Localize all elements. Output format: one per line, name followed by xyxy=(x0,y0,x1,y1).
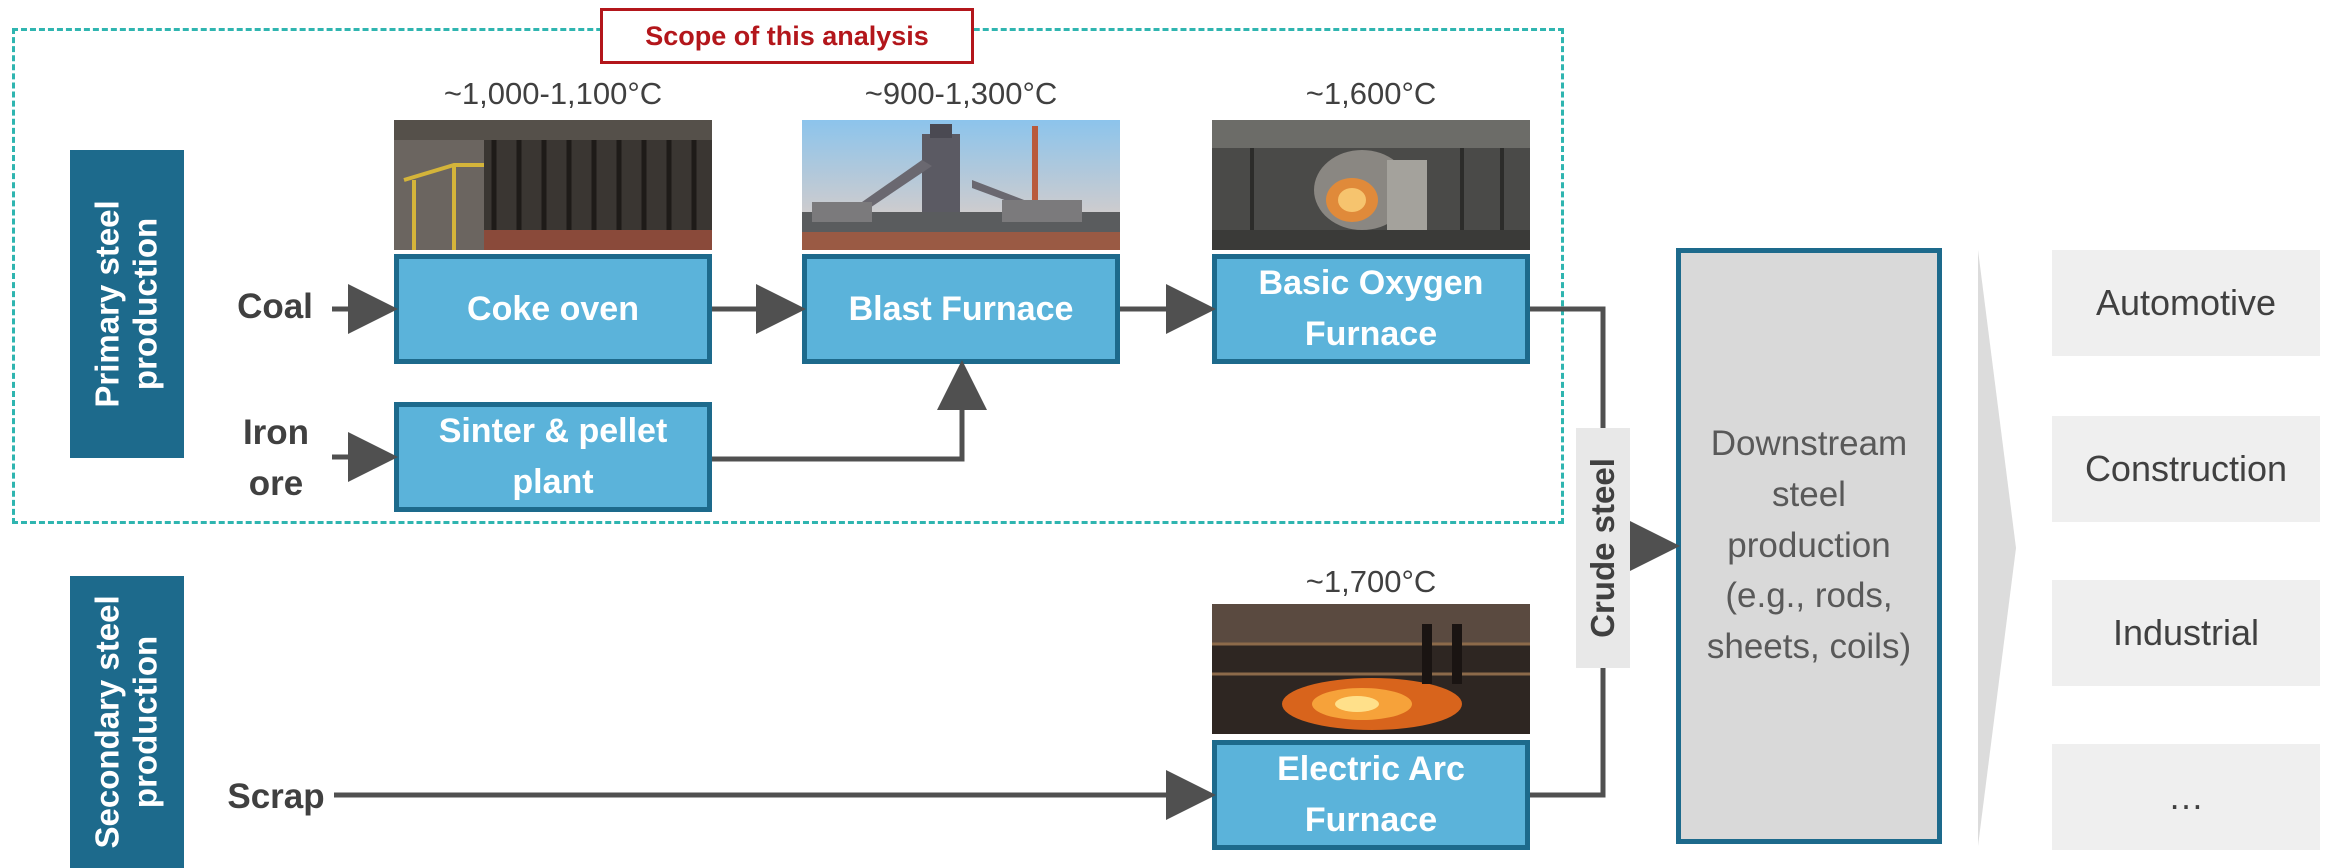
eaf-temperature: ~1,700°C xyxy=(1305,564,1437,599)
sector-automotive: Automotive xyxy=(2052,250,2320,356)
eaf-photo xyxy=(1212,604,1530,734)
sector-industrial: Industrial xyxy=(2052,580,2320,686)
coal-label: Coal xyxy=(237,287,313,326)
electric-arc-furnace-box: Electric Arc Furnace xyxy=(1212,740,1530,850)
blast-furnace-box: Blast Furnace xyxy=(802,254,1120,364)
bof-temperature: ~1,600°C xyxy=(1305,76,1437,111)
secondary-production-label: Secondary steel production xyxy=(70,576,184,868)
basic-oxygen-furnace-box: Basic Oxygen Furnace xyxy=(1212,254,1530,364)
coke-oven-photo xyxy=(394,120,712,250)
sector-chevron xyxy=(1978,250,2016,846)
coke-oven-temperature: ~1,000-1,100°C xyxy=(443,76,663,111)
primary-production-label: Primary steel production xyxy=(70,150,184,458)
sector-other: … xyxy=(2052,744,2320,850)
iron-ore-label: Iron ore xyxy=(242,413,310,503)
line-eaf-to-crude xyxy=(1530,668,1606,798)
scope-label: Scope of this analysis xyxy=(600,8,974,64)
downstream-production-box: Downstream steel production (e.g., rods,… xyxy=(1676,248,1942,844)
blast-furnace-temperature: ~900-1,300°C xyxy=(864,76,1058,111)
coke-oven-box: Coke oven xyxy=(394,254,712,364)
sinter-pellet-plant-box: Sinter & pellet plant xyxy=(394,402,712,512)
crude-steel-label: Crude steel xyxy=(1576,428,1630,668)
blast-furnace-photo xyxy=(802,120,1120,250)
scrap-label: Scrap xyxy=(227,777,325,816)
sector-construction: Construction xyxy=(2052,416,2320,522)
bof-photo xyxy=(1212,120,1530,250)
